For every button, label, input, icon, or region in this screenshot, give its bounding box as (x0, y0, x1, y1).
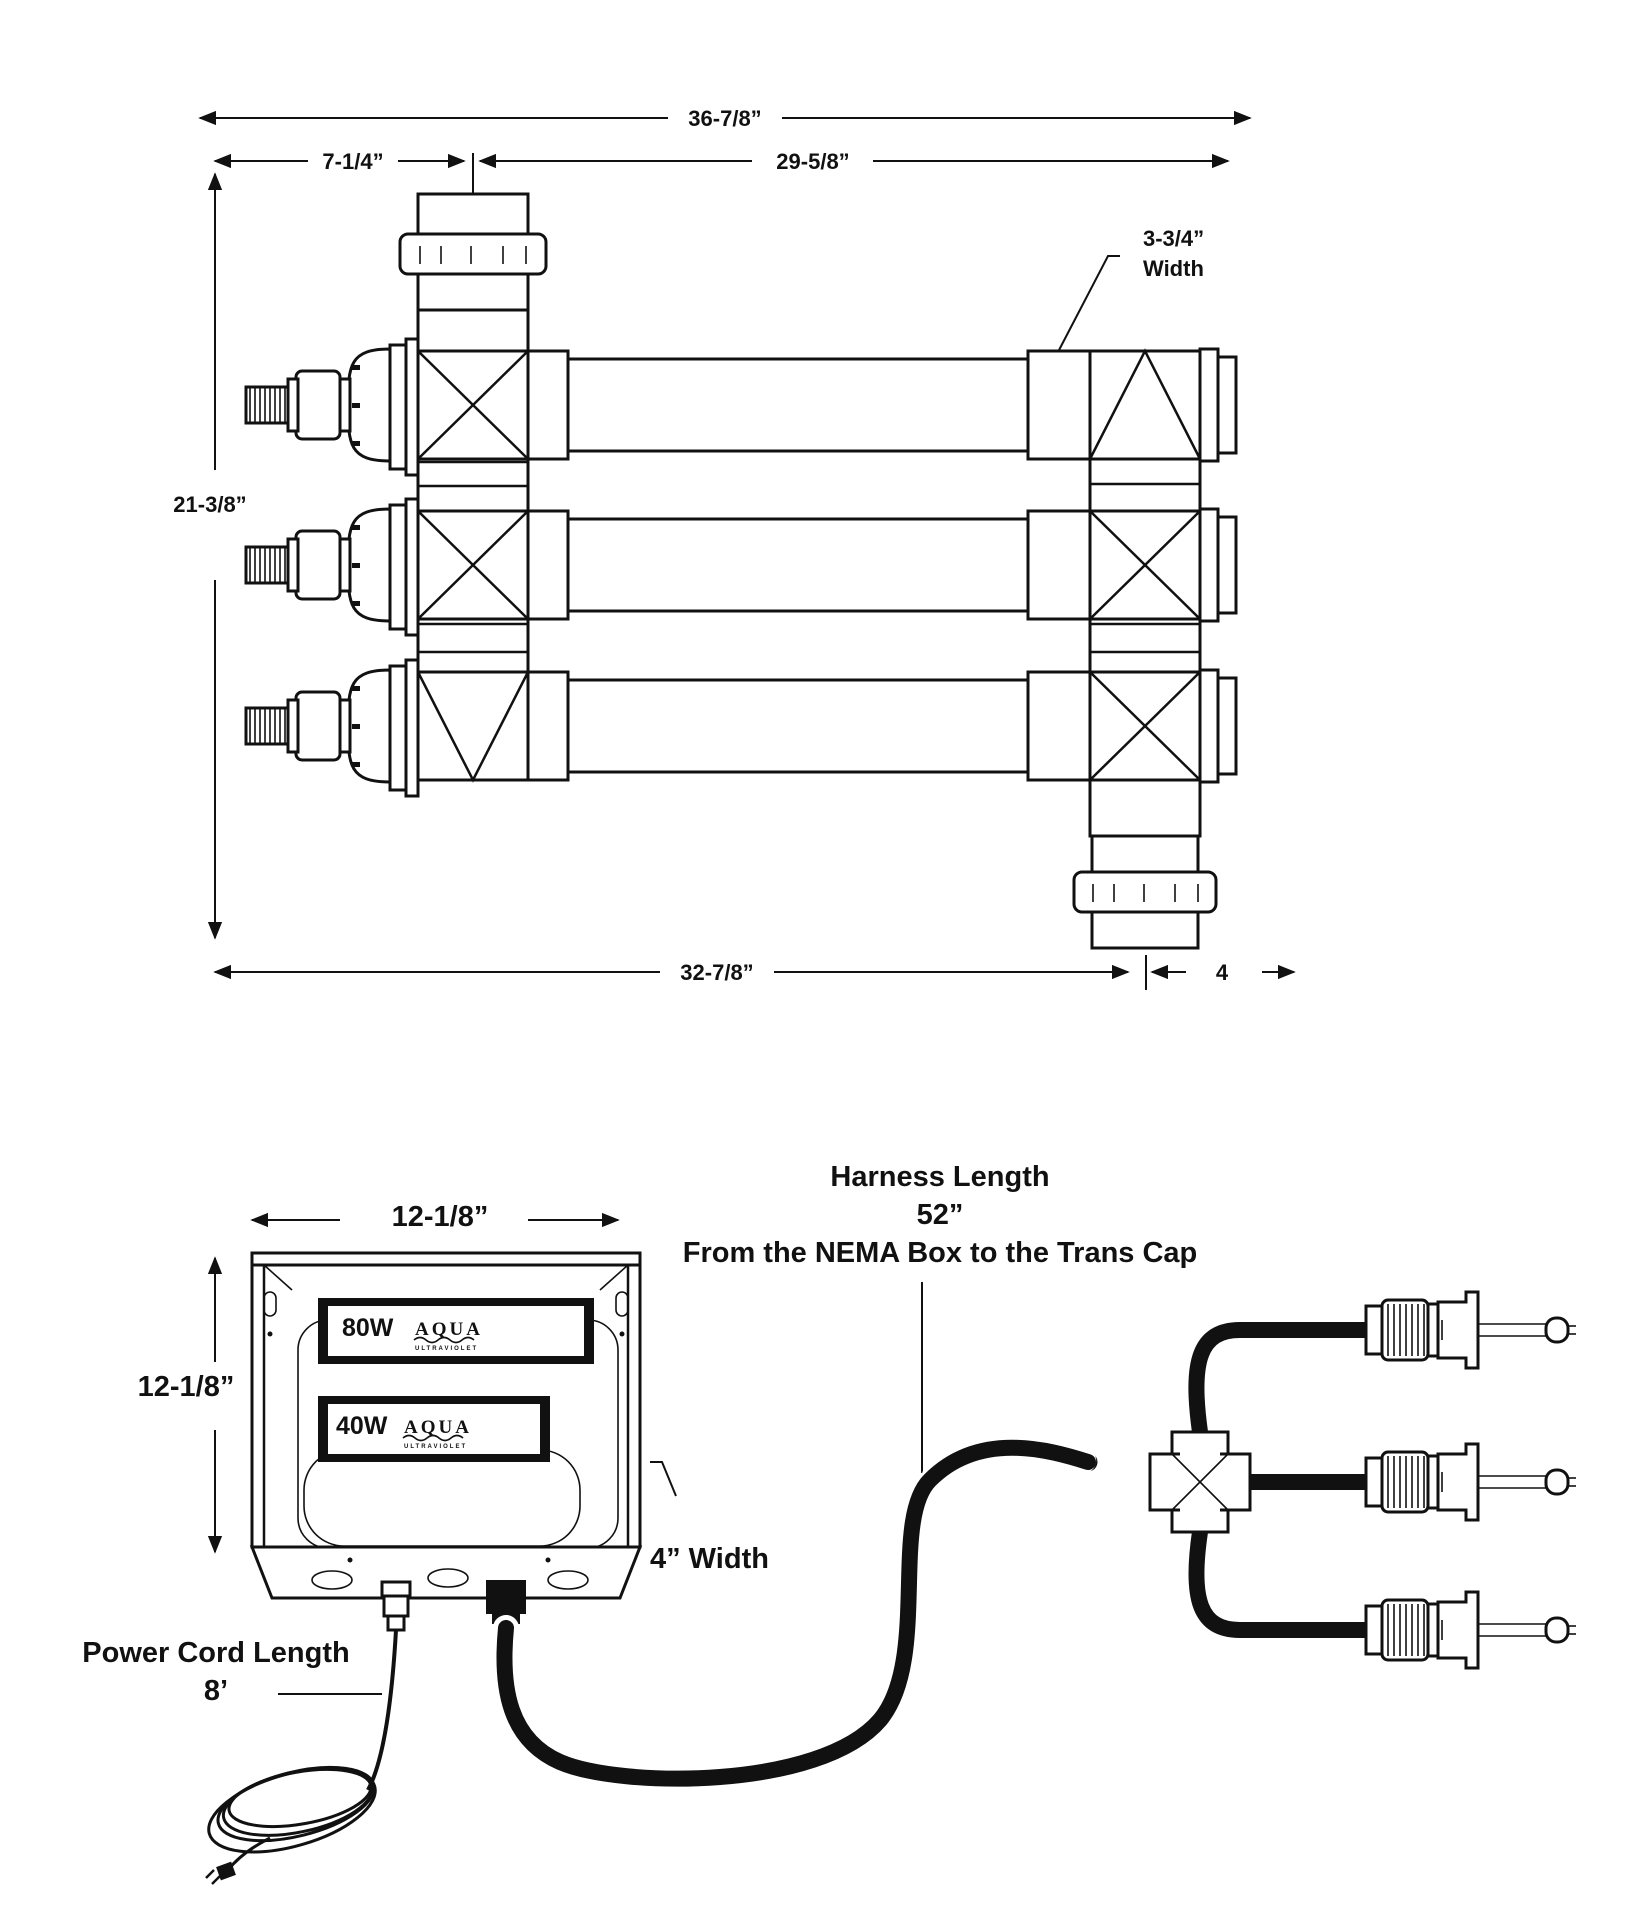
uv-chamber-3 (244, 658, 1238, 798)
ballast-40w-brand-sub: ULTRAVIOLET (404, 1444, 467, 1450)
bottom-dimension-labels: 12-1/8” 12-1/8” 4” Width Harness Length … (82, 1161, 1197, 1707)
uv-chamber-1 (244, 337, 1238, 477)
bottom-outlet-union (1072, 834, 1218, 950)
harness-note: From the NEMA Box to the Trans Cap (683, 1237, 1198, 1269)
chamber-tube-2 (566, 517, 1030, 613)
power-cord (205, 1629, 398, 1885)
chamber-end-union-1 (244, 337, 420, 477)
ballast-40w-brand: AQUA (404, 1417, 472, 1438)
threaded-fitting-1 (244, 385, 290, 425)
bottom-width-label: 32-7/8” (680, 960, 753, 985)
bottom-dimension-lines (207, 1212, 923, 1695)
harness-branches (1183, 1317, 1383, 1643)
top-inlet-union (398, 192, 548, 312)
harness-hose (491, 1434, 1101, 1792)
trans-cap-3 (1364, 1590, 1576, 1670)
bottom-offset-label: 4 (1216, 960, 1229, 985)
harness-length: 52” (917, 1199, 964, 1231)
trans-cap-2 (1364, 1442, 1576, 1522)
ballast-80w-wattage: 80W (342, 1314, 394, 1342)
tee-width-label: 3-3/4” (1143, 226, 1204, 251)
box-width-label: 12-1/8” (392, 1201, 489, 1233)
chamber-length-label: 29-5/8” (776, 149, 849, 174)
tee-width-word: Width (1143, 256, 1204, 281)
ballast-40w-wattage: 40W (336, 1412, 388, 1440)
power-cord-gland (380, 1580, 412, 1632)
threaded-fitting-3 (244, 706, 290, 746)
ballast-80w-label-plate: 80W AQUA ULTRAVIOLET (318, 1298, 594, 1364)
ballast-80w-brand: AQUA (415, 1319, 483, 1340)
trans-cap-1 (1364, 1290, 1576, 1370)
chamber-end-union-3 (244, 658, 420, 798)
chamber-tube-3 (566, 678, 1030, 774)
box-height-label: 12-1/8” (138, 1371, 235, 1403)
power-cord-length: 8’ (204, 1675, 228, 1707)
harness-branch-3 (1183, 1519, 1383, 1643)
offset-left-label: 7-1/4” (322, 149, 383, 174)
threaded-fitting-2 (244, 545, 290, 585)
harness-title: Harness Length (830, 1161, 1049, 1193)
ballast-40w-label-plate: 40W AQUA ULTRAVIOLET (318, 1396, 550, 1462)
top-dimension-lines (198, 110, 1296, 990)
power-cord-title: Power Cord Length (82, 1637, 349, 1669)
ballast-80w-brand-sub: ULTRAVIOLET (415, 1346, 478, 1352)
harness-branch-1 (1183, 1317, 1383, 1445)
uv-chamber-2 (244, 497, 1238, 637)
chamber-end-union-2 (244, 497, 420, 637)
top-dimension-labels: 36-7/8” 7-1/4” 29-5/8” 3-3/4” Width 21-3… (173, 106, 1229, 985)
box-depth-label: 4” Width (650, 1543, 769, 1575)
uv-chambers (244, 337, 1238, 798)
harness-cross-splitter (1148, 1430, 1252, 1534)
trans-caps (1364, 1290, 1576, 1670)
overall-height-label: 21-3/8” (173, 492, 246, 517)
overall-width-label: 36-7/8” (688, 106, 761, 131)
chamber-tube-1 (566, 357, 1030, 453)
